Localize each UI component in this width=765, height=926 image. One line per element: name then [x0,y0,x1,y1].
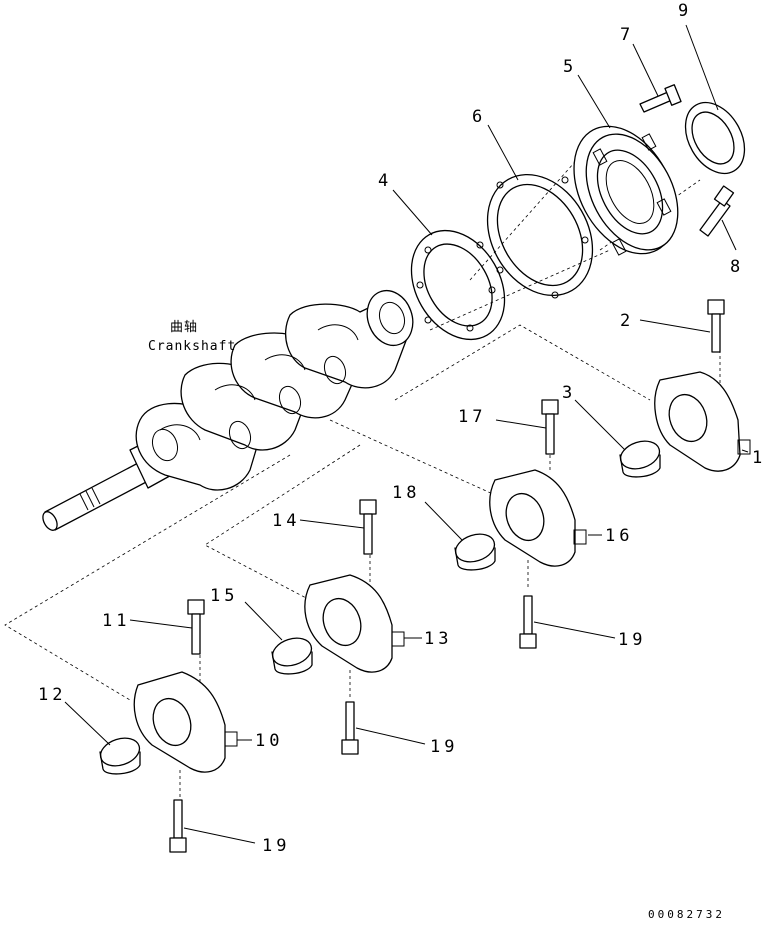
callout-19-middle: 19 [430,737,458,757]
callout-8: 8 [730,257,744,277]
gasket-4 [410,229,506,341]
callout-7: 7 [620,25,634,45]
callout-9: 9 [678,1,692,21]
callout-12: 12 [38,685,66,705]
bearing-shell-3 [619,440,661,478]
drawing-number: 00082732 [648,908,725,921]
callout-3: 3 [562,383,576,403]
callout-11: 11 [102,611,130,631]
caption-english: Crankshaft [148,339,236,354]
bolt-19-middle [341,701,359,755]
callout-2: 2 [620,311,634,331]
callout-17: 17 [458,407,486,427]
bolt-7 [639,84,682,113]
crankshaft [42,289,414,531]
bearing-cap-1 [654,371,751,472]
bolt-17 [541,399,559,455]
callout-18: 18 [392,483,420,503]
callout-19-left: 19 [262,836,290,856]
callout-15: 15 [210,586,238,606]
bolt-11 [187,599,205,655]
callout-19-right: 19 [618,630,646,650]
callout-4: 4 [378,171,392,191]
bolt-2 [707,299,725,353]
bolt-19-right [519,595,537,649]
gasket-6 [486,173,594,299]
callout-6: 6 [472,107,486,127]
bearing-shell-18 [454,533,496,571]
bolt-19-left [169,799,187,853]
bearing-cap-16 [489,469,587,567]
callout-10: 10 [255,731,283,751]
bearing-cap-13 [304,574,405,673]
callout-16: 16 [605,526,633,546]
bearing-shell-15 [271,637,313,675]
bearing-cap-10 [133,671,238,773]
bolt-8 [699,185,735,237]
callout-5: 5 [563,57,577,77]
bolt-14 [359,499,377,555]
seal-housing-5 [573,125,679,256]
callout-13: 13 [424,629,452,649]
crankshaft-caption: 曲轴 Crankshaft [148,320,236,354]
oil-seal-9 [684,101,746,175]
caption-chinese: 曲轴 [170,320,198,335]
leader-lines [64,24,749,844]
bearing-shell-12 [99,737,141,775]
callout-labels: 9 7 5 6 4 8 2 3 1 17 18 16 14 15 13 11 1… [38,1,765,856]
callout-1: 1 [752,448,765,468]
callout-14: 14 [272,511,300,531]
